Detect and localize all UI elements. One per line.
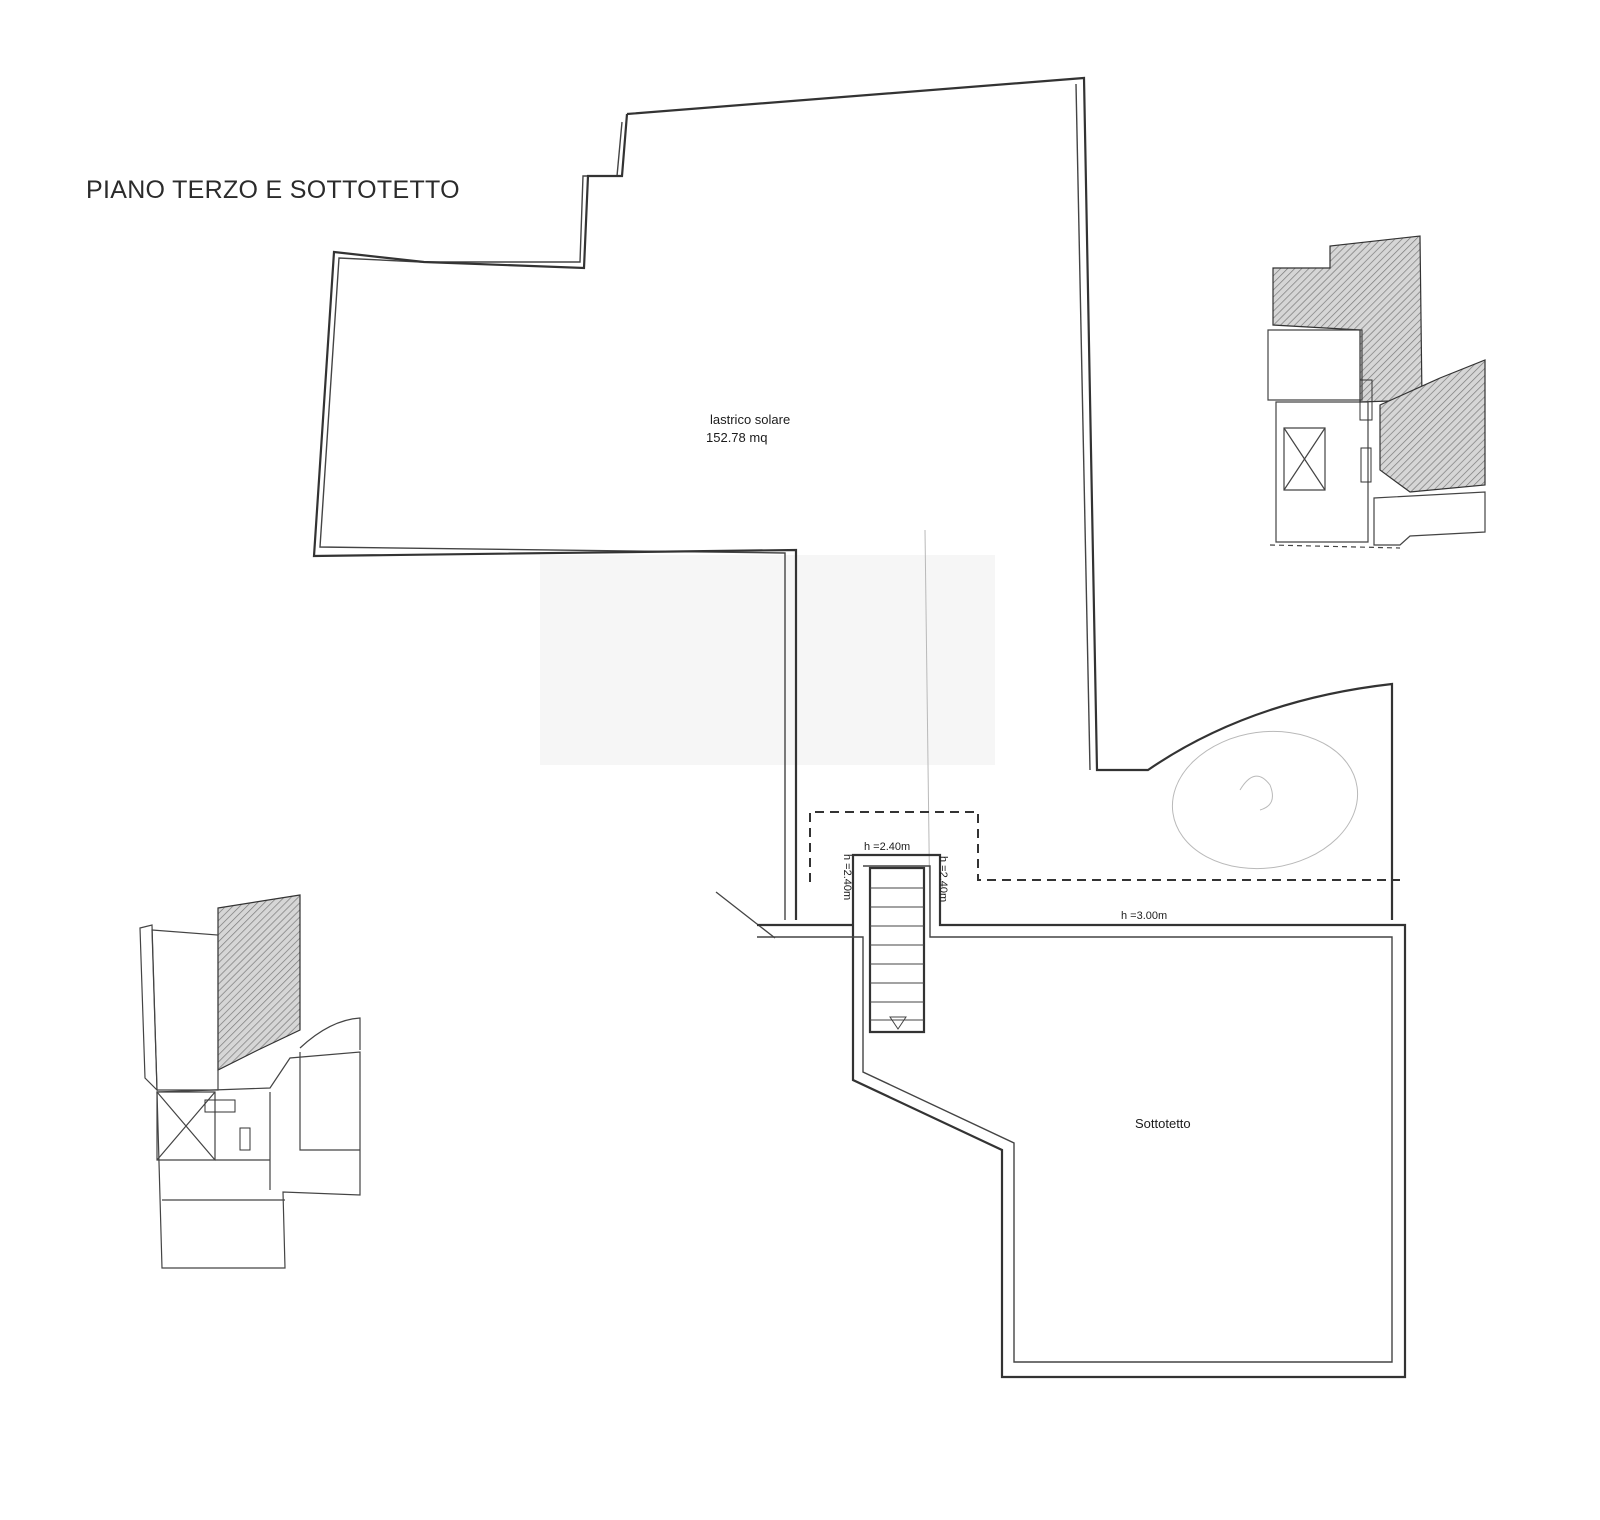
height-limit-dashed-line: [809, 811, 1400, 882]
stair-top-height-label: h =2.40m: [864, 841, 910, 853]
stair-right-height-label: h =2.40m: [937, 856, 949, 902]
rooftop-name-label: lastrico solare: [710, 412, 790, 427]
rooftop-area-label: 152.78 mq: [706, 430, 767, 445]
staircase: [870, 887, 924, 1030]
terrace-height-label: h =3.00m: [1121, 910, 1167, 922]
stair-left-height-label: h =2.40m: [841, 854, 853, 900]
section-line: [715, 891, 776, 939]
key-plan-thumbnail-top: [1267, 235, 1486, 549]
key-plan-thumbnail-bottom: [139, 894, 361, 1269]
drawing-title: PIANO TERZO E SOTTOTETTO: [86, 176, 460, 204]
rooftop-terrace-outline: [312, 76, 1394, 920]
scan-artifact: [540, 555, 995, 765]
attic-outline: [757, 853, 1407, 1379]
attic-name-label: Sottotetto: [1135, 1116, 1191, 1131]
